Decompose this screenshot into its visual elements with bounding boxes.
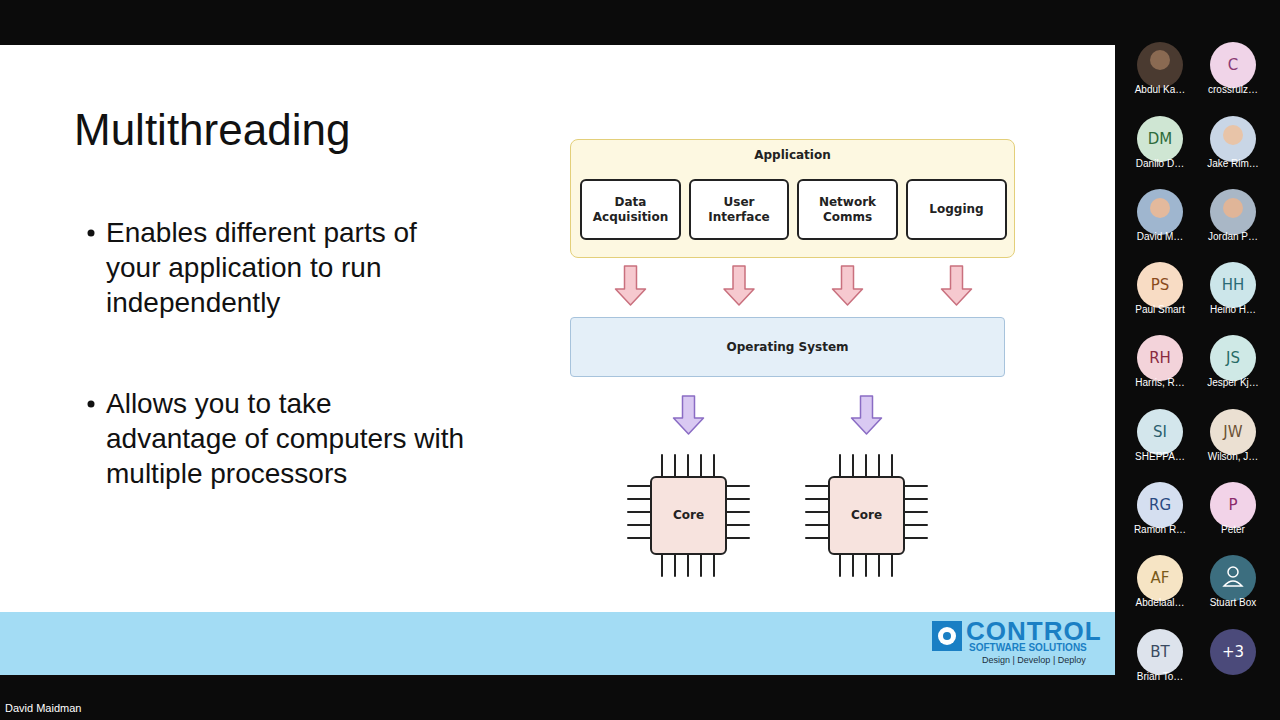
avatar-initials: HH (1210, 275, 1256, 295)
node-text: Core (851, 508, 882, 523)
core-pins (628, 455, 749, 576)
avatar-face (1150, 198, 1170, 218)
logo-square (932, 621, 962, 651)
person-icon (1228, 567, 1238, 577)
cpu-core: Core (650, 476, 727, 555)
avatar-initials: RH (1137, 348, 1183, 368)
module-box: Logging (906, 179, 1007, 240)
participant-name: Peter (1193, 524, 1273, 536)
cpu-core: Core (828, 476, 905, 555)
avatar-face (1150, 50, 1170, 70)
node-text: User Interface (703, 195, 775, 225)
slide (0, 45, 1115, 675)
avatar-initials: BT (1137, 642, 1183, 662)
avatar-circle (1210, 555, 1256, 601)
avatar-initials: AF (1137, 568, 1183, 588)
avatar-initials: C (1210, 55, 1256, 75)
node-text: Network Comms (811, 195, 884, 225)
logo-gear (932, 621, 962, 651)
avatar-circle (1210, 629, 1256, 675)
participant-name: Harris, R… (1120, 377, 1200, 389)
avatar-photo (1210, 116, 1256, 162)
participant-name: Heino H… (1193, 304, 1273, 316)
avatar-initials: DM (1137, 129, 1183, 149)
participant-name: Jake Rim… (1193, 158, 1273, 170)
avatar-circle (1210, 482, 1256, 528)
module-box: User Interface (689, 179, 789, 240)
participant-name: Ramon R… (1120, 524, 1200, 536)
avatar-circle (1137, 262, 1183, 308)
avatar-initials: PS (1137, 275, 1183, 295)
participant-name: David M… (1120, 231, 1200, 243)
avatar-circle (1210, 409, 1256, 455)
avatar-circle (1210, 42, 1256, 88)
participant-name: Abdul Ka… (1120, 84, 1200, 96)
bullet-dot (88, 401, 95, 408)
avatar-circle (1137, 555, 1183, 601)
avatar-face (1223, 198, 1243, 218)
core-pins (806, 455, 927, 576)
os-band: Operating System (570, 317, 1005, 377)
participant-name: Stuart Box (1193, 597, 1273, 609)
avatar-initials: JW (1210, 422, 1256, 442)
footer-band (0, 612, 1115, 675)
block-arrow (852, 396, 882, 434)
application-box: ApplicationData Acquisition User Interfac… (570, 139, 1015, 258)
avatar-photo (1210, 189, 1256, 235)
person-icon (1224, 581, 1242, 586)
node-text: Operating System (726, 340, 848, 355)
node-text: Application (571, 148, 1014, 163)
avatar-initials: RG (1137, 495, 1183, 515)
avatar-circle (1137, 116, 1183, 162)
logo-subtitle: SOFTWARE SOLUTIONS (969, 642, 1119, 653)
avatar-face (1223, 125, 1243, 145)
participant-name: SHEPPA… (1120, 451, 1200, 463)
slide-title: Multithreading (74, 104, 350, 156)
logo-gear-hub (943, 632, 951, 640)
presenter-name: David Maidman (5, 702, 205, 715)
block-arrow (724, 266, 754, 305)
node-text: Logging (929, 202, 983, 217)
participant-name: Paul Smart (1120, 304, 1200, 316)
module-box: Network Comms (797, 179, 898, 240)
avatar-circle (1210, 262, 1256, 308)
participant-name: Jesper Kj… (1193, 377, 1273, 389)
logo-wordmark: CONTROL (966, 617, 1116, 645)
module-box: Data Acquisition (580, 179, 681, 240)
logo-gear-ring (938, 627, 956, 645)
avatar-photo (1137, 42, 1183, 88)
avatar-circle (1137, 629, 1183, 675)
block-arrow (674, 396, 704, 434)
block-arrow (616, 266, 646, 305)
chip-pins (628, 455, 927, 576)
avatar-circle (1137, 409, 1183, 455)
participant-name: Abdelaal… (1120, 597, 1200, 609)
node-text: Core (673, 508, 704, 523)
block-arrow (942, 266, 972, 305)
avatar-circle (1137, 335, 1183, 381)
avatar-initials: JS (1210, 348, 1256, 368)
participant-name: crossrulz… (1193, 84, 1273, 96)
avatar-circle (1210, 335, 1256, 381)
participant-name: Danilo D… (1120, 158, 1200, 170)
bullet-text: Allows you to take advantage of computer… (106, 386, 468, 491)
participant-name: Jordan P… (1193, 231, 1273, 243)
node-text: Data Acquisition (593, 195, 669, 225)
logo-tagline: Design | Develop | Deploy (982, 655, 1132, 665)
participant-avatars (1137, 42, 1256, 675)
avatar-initials: SI (1137, 422, 1183, 442)
bullet-dot (88, 230, 95, 237)
avatar-initials: P (1210, 495, 1256, 515)
participant-name: Brian To… (1120, 671, 1200, 683)
avatar-circle (1137, 482, 1183, 528)
avatar-photo (1137, 189, 1183, 235)
block-arrow (833, 266, 863, 305)
avatar-initials: +3 (1210, 642, 1256, 662)
bullet-text: Enables different parts of your applicat… (106, 215, 468, 320)
participant-name: Wilson, J… (1193, 451, 1273, 463)
